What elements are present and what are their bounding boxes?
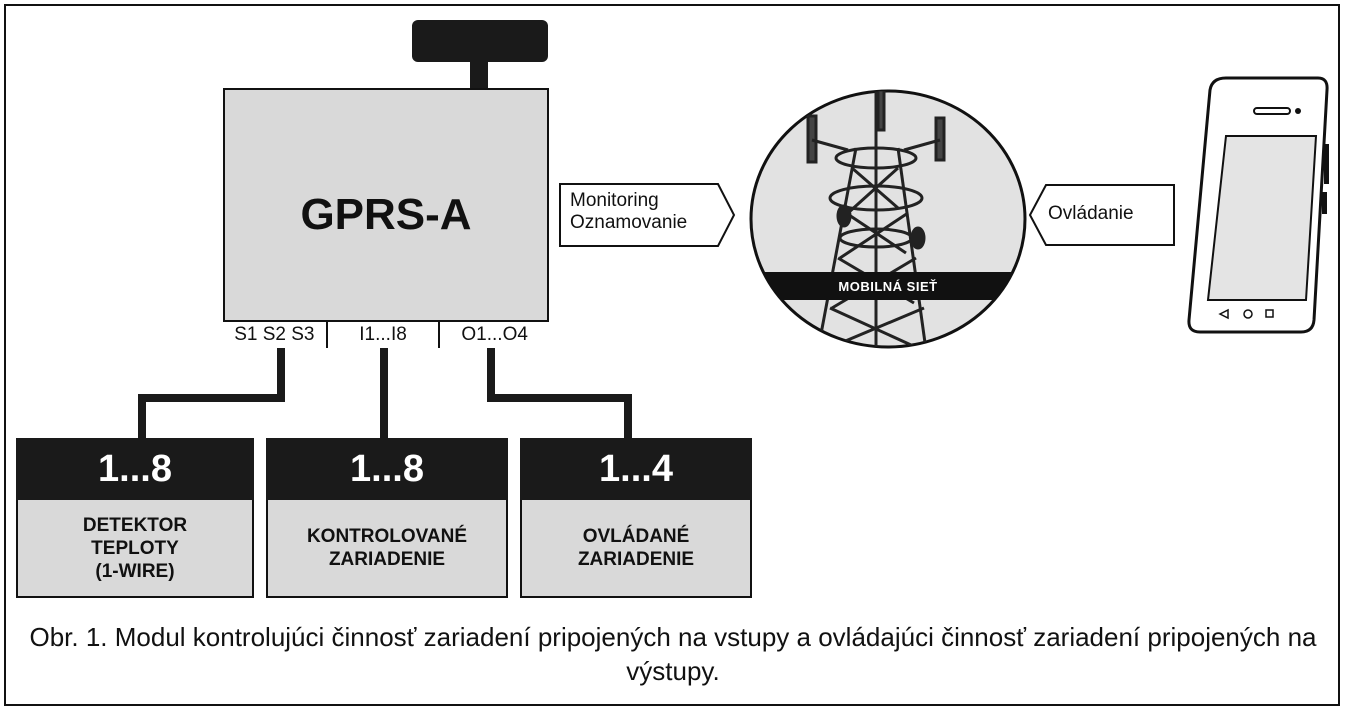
antenna-icon [412, 20, 548, 62]
figure-caption: Obr. 1. Modul kontrolujúci činnosť zaria… [29, 622, 1317, 686]
control-label: Ovládanie [1048, 203, 1134, 224]
port-temperature: S1 S2 S3 [223, 322, 326, 348]
device-controlled: 1...4 OVLÁDANÉ ZARIADENIE [520, 438, 752, 598]
wire-segment [624, 394, 632, 440]
module-ports: S1 S2 S3 I1...I8 O1...O4 [223, 320, 549, 348]
wire-segment [138, 394, 285, 402]
wire-segment [138, 394, 146, 440]
device-label: DETEKTOR TEPLOTY (1-WIRE) [16, 500, 254, 598]
network-label: MOBILNÁ SIEŤ [838, 278, 938, 294]
device-temperature-detector: 1...8 DETEKTOR TEPLOTY (1-WIRE) [16, 438, 254, 598]
module-title: GPRS-A [300, 190, 472, 239]
wire-segment [487, 348, 495, 400]
arrow-monitoring [559, 183, 736, 247]
wire-segment [380, 348, 388, 440]
port-inputs: I1...I8 [325, 322, 439, 348]
monitoring-label: Monitoring Oznamovanie [570, 190, 688, 233]
device-count: 1...8 [16, 438, 254, 500]
antenna-stem [470, 60, 488, 90]
device-label: OVLÁDANÉ ZARIADENIE [520, 500, 752, 598]
device-label: KONTROLOVANÉ ZARIADENIE [266, 500, 508, 598]
device-monitored: 1...8 KONTROLOVANÉ ZARIADENIE [266, 438, 508, 598]
wire-segment [277, 348, 285, 400]
port-outputs: O1...O4 [438, 322, 549, 348]
gprs-module: GPRS-A S1 S2 S3 I1...I8 O1...O4 [223, 88, 549, 348]
arrow-control [1028, 184, 1175, 246]
figure-frame [4, 4, 1340, 706]
mobile-network-tower-icon [749, 89, 1027, 349]
device-count: 1...4 [520, 438, 752, 500]
wire-segment [487, 394, 631, 402]
device-count: 1...8 [266, 438, 508, 500]
smartphone-icon [1187, 76, 1329, 334]
